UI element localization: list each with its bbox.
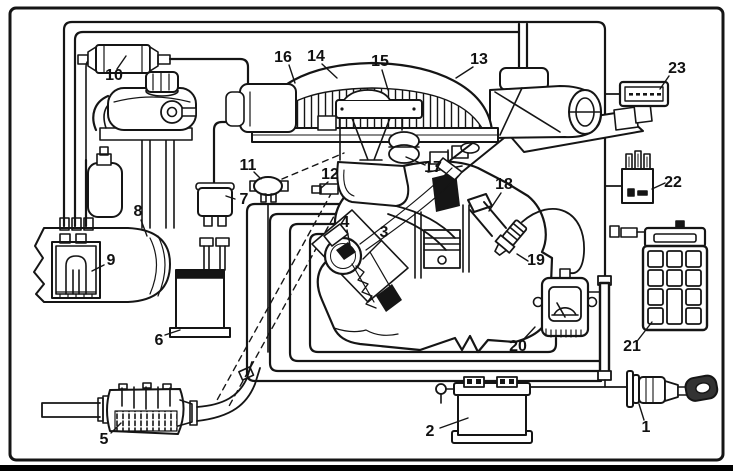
diagnostic-module	[532, 268, 601, 338]
oxygen-sensor	[494, 208, 585, 274]
carburetor	[311, 89, 456, 251]
fuel-pump-module	[51, 233, 101, 299]
evap-valve	[195, 120, 324, 227]
callout-13: 13	[470, 51, 488, 68]
thermo-valve	[249, 176, 289, 203]
callout-15: 15	[371, 53, 389, 70]
callout-16: 16	[274, 49, 292, 66]
ecu	[609, 220, 709, 332]
callout-22: 22	[664, 174, 682, 191]
wiring-frames	[245, 202, 603, 383]
callout-11: 11	[239, 157, 257, 174]
dashed-lines	[215, 152, 345, 409]
callout-9: 9	[106, 252, 116, 269]
multi-pin-connector	[604, 80, 670, 108]
callout-7: 7	[239, 191, 249, 208]
callout-2: 2	[425, 423, 435, 440]
fuel-vapor-filter	[77, 44, 171, 74]
callout-21: 21	[623, 338, 641, 355]
callout-4: 4	[340, 214, 350, 231]
callout-19: 19	[527, 252, 545, 269]
main-harness	[516, 275, 629, 388]
callout-1: 1	[641, 419, 651, 436]
callout-20: 20	[509, 338, 527, 355]
carbon-canister	[169, 237, 231, 338]
callout-18: 18	[495, 176, 513, 193]
callout-3: 3	[379, 224, 389, 241]
battery	[435, 376, 533, 444]
bottom-edge-bar	[0, 465, 733, 471]
callout-6: 6	[154, 332, 164, 349]
callout-23: 23	[668, 60, 686, 77]
callout-14: 14	[307, 48, 325, 65]
figure-border	[8, 6, 725, 462]
callout-10: 10	[105, 67, 123, 84]
callout-12: 12	[321, 166, 339, 183]
air-intake-snorkel	[435, 67, 603, 181]
callout-5: 5	[99, 431, 109, 448]
filler-and-expansion-tank	[87, 71, 197, 229]
callout-8: 8	[133, 203, 143, 220]
catalytic-converter	[41, 361, 261, 435]
distributor	[311, 167, 459, 312]
relay	[604, 150, 654, 204]
leader-lines	[91, 55, 670, 434]
ignition-switch	[626, 370, 719, 408]
callout-17: 17	[424, 159, 442, 176]
